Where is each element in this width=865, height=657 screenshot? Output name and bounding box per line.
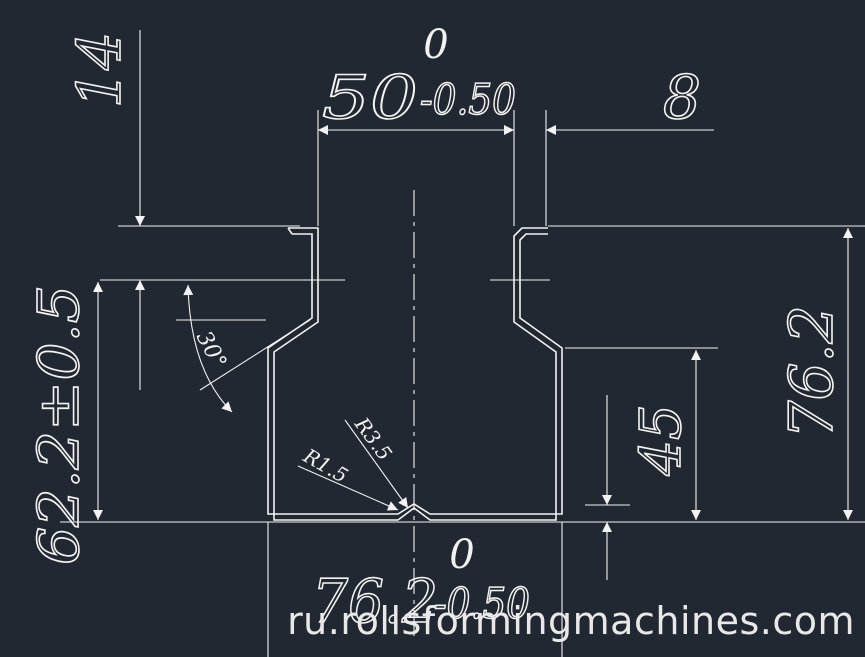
watermark-text: ru.rollsformingmachines.com (287, 599, 855, 643)
radius-small-label: R1.5 (299, 443, 352, 488)
profile-outline (267, 227, 563, 521)
bottom-width-tol-lower: -0.50 (434, 579, 530, 628)
top-width-tol-lower: -0.50 (420, 75, 516, 124)
left-step-label: 14 (65, 32, 135, 108)
total-height-label: 76.2 (777, 305, 847, 439)
angle-leader (199, 319, 311, 391)
height-tol-label: 62.2±0.5 (27, 285, 92, 565)
bottom-width-label: 76.2 (312, 567, 438, 637)
inner-height-label: 45 (629, 404, 694, 476)
dim-angle-arc (183, 284, 233, 413)
angle-label: 30° (191, 327, 231, 373)
leader-radius-small (297, 465, 399, 511)
bottom-width-tol-upper: 0 (449, 532, 474, 578)
dimension-lines (93, 30, 853, 580)
radius-large-label: R3.5 (349, 412, 397, 465)
top-width-label: 50 (322, 63, 418, 133)
leader-radius-large (344, 419, 409, 509)
top-width-tol-upper: 0 (423, 22, 448, 68)
extension-lines (60, 110, 865, 657)
flange-label: 8 (663, 63, 701, 133)
